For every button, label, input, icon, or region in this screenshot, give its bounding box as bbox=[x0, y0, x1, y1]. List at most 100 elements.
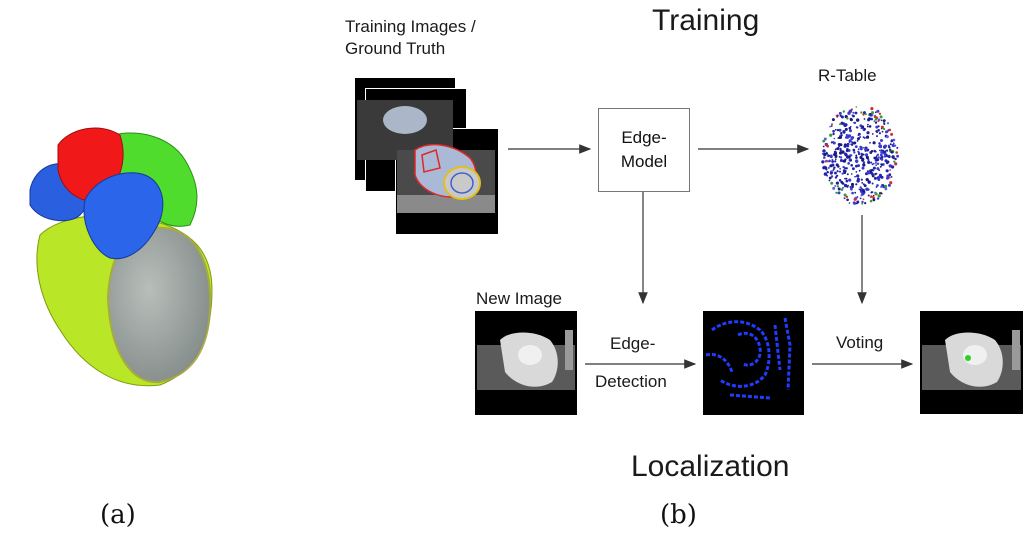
rtable-point bbox=[836, 129, 840, 132]
training-images-label: Training Images / Ground Truth bbox=[345, 16, 476, 60]
rtable-point bbox=[865, 153, 869, 157]
rtable-point bbox=[872, 162, 875, 165]
rtable-point bbox=[886, 149, 889, 152]
rtable-point bbox=[829, 133, 833, 137]
rtable-point bbox=[885, 155, 889, 158]
rtable-point bbox=[835, 158, 837, 161]
rtable-point bbox=[870, 195, 873, 198]
rtable-point bbox=[885, 187, 888, 190]
rtable-point bbox=[840, 115, 844, 119]
rtable-point bbox=[847, 111, 851, 115]
rtable-point bbox=[835, 181, 840, 185]
voting-label: Voting bbox=[836, 333, 884, 352]
rtable-point bbox=[867, 117, 872, 121]
rtable-point bbox=[825, 168, 828, 171]
rtable-point bbox=[885, 161, 889, 165]
rtable-point bbox=[890, 132, 894, 136]
rtable-point bbox=[874, 111, 877, 114]
rtable-point bbox=[856, 200, 860, 204]
rtable-point bbox=[889, 143, 892, 146]
rtable-point bbox=[857, 151, 861, 154]
rtable-point bbox=[828, 179, 831, 182]
rtable-point bbox=[869, 141, 871, 144]
rtable-point bbox=[853, 197, 857, 201]
rtable-point bbox=[828, 159, 831, 163]
rtable-point bbox=[893, 145, 896, 147]
rtable-point bbox=[894, 157, 897, 161]
rtable-point bbox=[831, 158, 834, 161]
rtable-point bbox=[834, 160, 837, 163]
rtable-point bbox=[868, 125, 872, 128]
rtable-point bbox=[842, 165, 845, 169]
rtable-point bbox=[875, 162, 877, 164]
rtable-point bbox=[837, 191, 841, 195]
rtable-point bbox=[885, 135, 889, 139]
rtable-point bbox=[852, 114, 855, 118]
rtable-point bbox=[839, 170, 841, 173]
rtable-point bbox=[863, 192, 866, 195]
section-title-training: Training bbox=[652, 4, 760, 37]
rtable-point bbox=[871, 172, 874, 176]
rtable-point bbox=[862, 153, 865, 156]
rtable-point bbox=[835, 191, 838, 194]
rtable-point bbox=[829, 125, 831, 128]
rtable-point bbox=[865, 187, 869, 191]
rtable-point bbox=[837, 137, 840, 139]
rtable-point bbox=[845, 167, 848, 170]
edge-detection-label-line1: Edge- bbox=[610, 334, 656, 353]
rtable-point bbox=[861, 200, 864, 204]
rtable-point bbox=[867, 194, 870, 197]
rtable-point bbox=[887, 183, 891, 187]
rtable-point bbox=[880, 192, 883, 195]
rtable-point bbox=[889, 148, 892, 151]
rtable-point bbox=[858, 153, 860, 156]
rtable-point bbox=[840, 188, 844, 191]
rtable-point bbox=[896, 146, 899, 149]
rtable-point bbox=[823, 156, 826, 159]
rtable-point bbox=[837, 143, 841, 146]
rtable-point bbox=[872, 166, 876, 170]
rtable-point bbox=[871, 111, 874, 115]
new-image-label: New Image bbox=[476, 289, 562, 308]
rtable-point bbox=[848, 178, 852, 182]
rtable-point bbox=[885, 130, 888, 134]
rtable-point bbox=[886, 169, 889, 172]
rtable-point bbox=[881, 157, 883, 160]
edge-stroke bbox=[729, 393, 771, 400]
rtable-point bbox=[839, 167, 841, 170]
rtable-point bbox=[876, 162, 880, 165]
rtable-point bbox=[846, 155, 850, 159]
rtable-point bbox=[881, 130, 884, 133]
rtable-point bbox=[833, 150, 837, 154]
rtable-point bbox=[830, 175, 834, 178]
rtable-point bbox=[875, 186, 878, 188]
rtable-point bbox=[892, 157, 895, 160]
rtable-point bbox=[843, 197, 846, 200]
edge-detection-image bbox=[703, 311, 804, 415]
rtable-point bbox=[827, 154, 830, 157]
rtable-point bbox=[854, 175, 856, 178]
rtable-point bbox=[832, 129, 835, 133]
rtable-point bbox=[846, 148, 849, 151]
rtable-point bbox=[876, 184, 879, 187]
rtable-point bbox=[871, 182, 874, 185]
rtable-point bbox=[851, 191, 854, 195]
rtable-point bbox=[836, 174, 839, 177]
rtable-point bbox=[876, 110, 878, 112]
rtable-point bbox=[821, 160, 825, 164]
rtable-point bbox=[866, 148, 869, 152]
rtable-point bbox=[832, 186, 836, 190]
rtable-point bbox=[880, 163, 883, 166]
rtable-point bbox=[888, 164, 892, 168]
rtable-point bbox=[861, 182, 864, 184]
voting-image-content bbox=[922, 330, 1021, 390]
rtable-point bbox=[837, 187, 841, 191]
rtable-point bbox=[883, 122, 886, 125]
rtable-point bbox=[864, 146, 868, 150]
rtable-point bbox=[844, 123, 848, 127]
rtable-point bbox=[896, 154, 899, 158]
rtable-point bbox=[888, 128, 892, 132]
rtable-point bbox=[862, 183, 865, 186]
rtable-point bbox=[849, 154, 852, 156]
rtable-point bbox=[829, 171, 833, 175]
